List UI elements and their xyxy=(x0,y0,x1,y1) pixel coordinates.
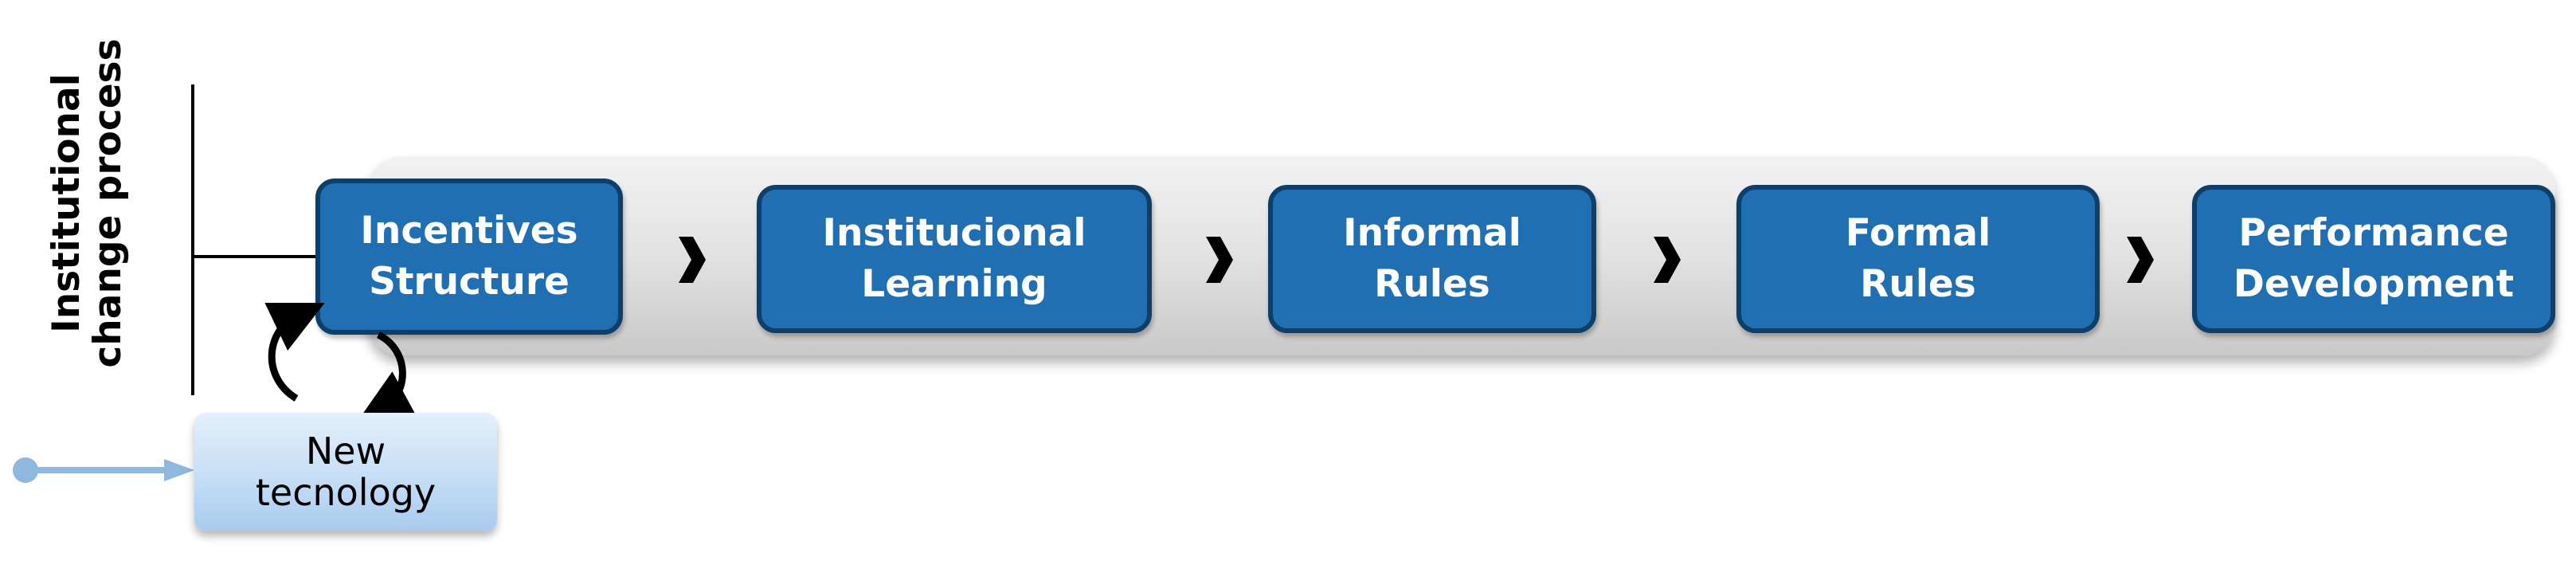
axis-line-vertical xyxy=(191,84,194,395)
axis-title: Institutional change process xyxy=(45,38,130,368)
step-formal-rules: Formal Rules xyxy=(1736,185,2100,333)
new-technology-box: New tecnology xyxy=(194,413,497,531)
input-arrow-icon xyxy=(13,457,194,483)
step-performance-development: Performance Development xyxy=(2192,185,2555,333)
chevron-right-icon xyxy=(679,237,706,283)
chevron-right-icon xyxy=(1654,237,1681,283)
chevron-right-icon xyxy=(2127,237,2154,283)
step-institucional-learning: Institucional Learning xyxy=(757,185,1152,333)
cycle-arrows-icon xyxy=(262,303,420,422)
step-informal-rules: Informal Rules xyxy=(1268,185,1596,333)
chevron-right-icon xyxy=(1206,237,1233,283)
axis-line-connector xyxy=(191,255,319,258)
step-incentives-structure: Incentives Structure xyxy=(315,178,623,335)
